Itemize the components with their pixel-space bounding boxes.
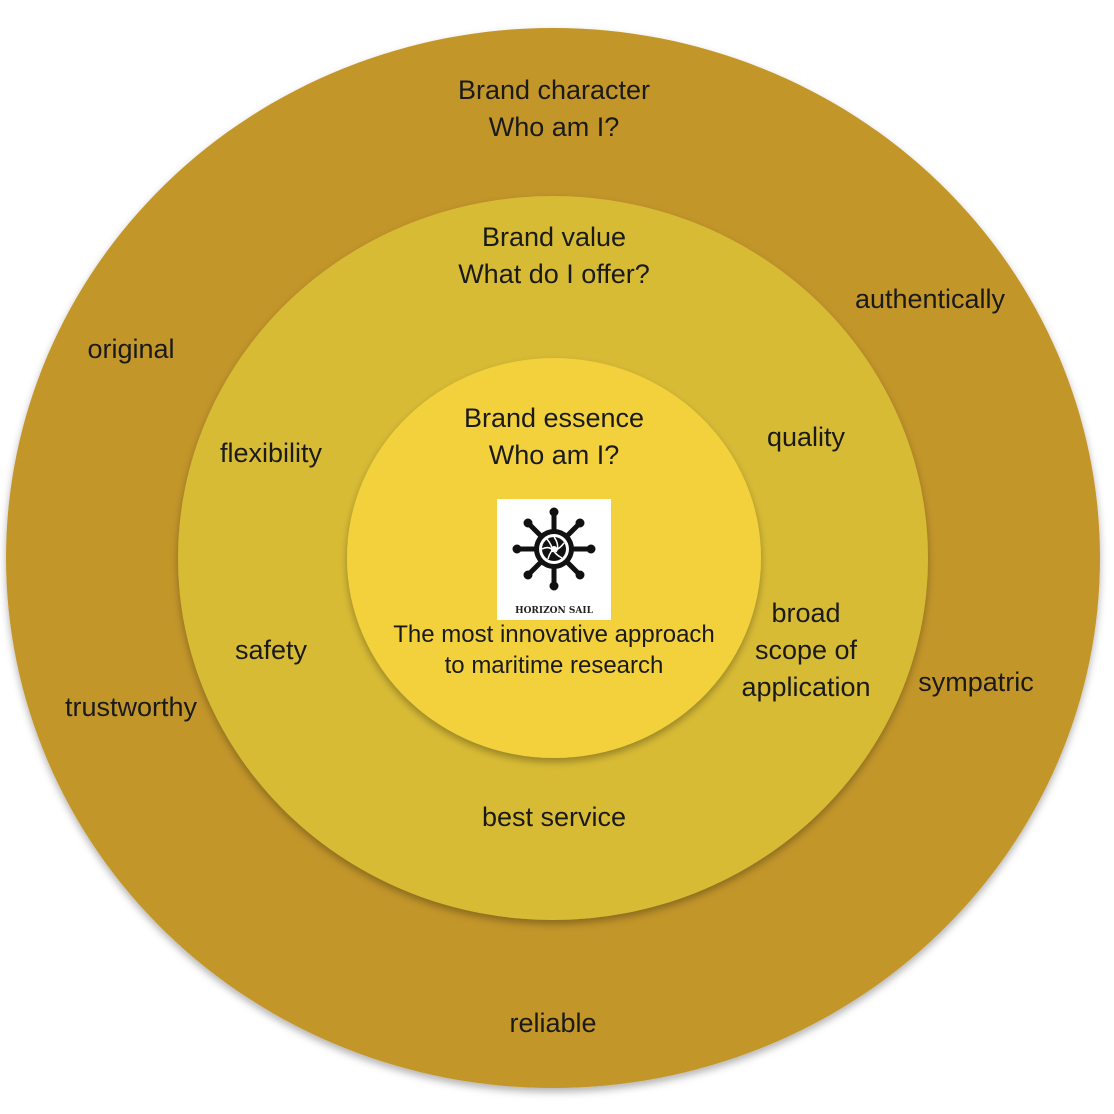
value-safety: safety [234, 635, 308, 665]
value-broad-scope: broad scope of application [741, 595, 870, 706]
brand-character-label: Brand character [457, 75, 651, 105]
value-broad-scope-line1: broad [771, 598, 841, 628]
brand-essence-label: Brand essence [463, 403, 645, 433]
trait-authentically: authentically [854, 284, 1006, 314]
trait-reliable: reliable [509, 1008, 597, 1038]
brand-essence-question: Who am I? [488, 440, 620, 470]
value-best-service: best service [481, 802, 627, 832]
value-quality: quality [766, 422, 846, 452]
brand-value-question: What do I offer? [458, 259, 650, 289]
trait-trustworthy: trustworthy [64, 692, 198, 722]
value-broad-scope-line3: application [741, 672, 871, 702]
brand-essence-statement: The most innovative approach to maritime… [393, 619, 715, 681]
trait-original: original [87, 334, 175, 364]
trait-sympatric: sympatric [918, 667, 1034, 697]
statement-line1: The most innovative approach [393, 621, 715, 648]
brand-value-label: Brand value [481, 222, 627, 252]
horizon-sail-logo: HORIZON SAIL [497, 499, 611, 620]
ship-wheel-icon [512, 507, 596, 591]
value-flexibility: flexibility [219, 438, 323, 468]
logo-wordmark: HORIZON SAIL [515, 606, 593, 616]
middle-ring-title: Brand value What do I offer? [458, 219, 650, 293]
value-broad-scope-line2: scope of [754, 635, 858, 665]
outer-ring-title: Brand character Who am I? [458, 72, 650, 146]
brand-character-question: Who am I? [488, 112, 620, 142]
statement-line2: to maritime research [444, 652, 664, 679]
inner-ring-title: Brand essence Who am I? [464, 400, 644, 474]
